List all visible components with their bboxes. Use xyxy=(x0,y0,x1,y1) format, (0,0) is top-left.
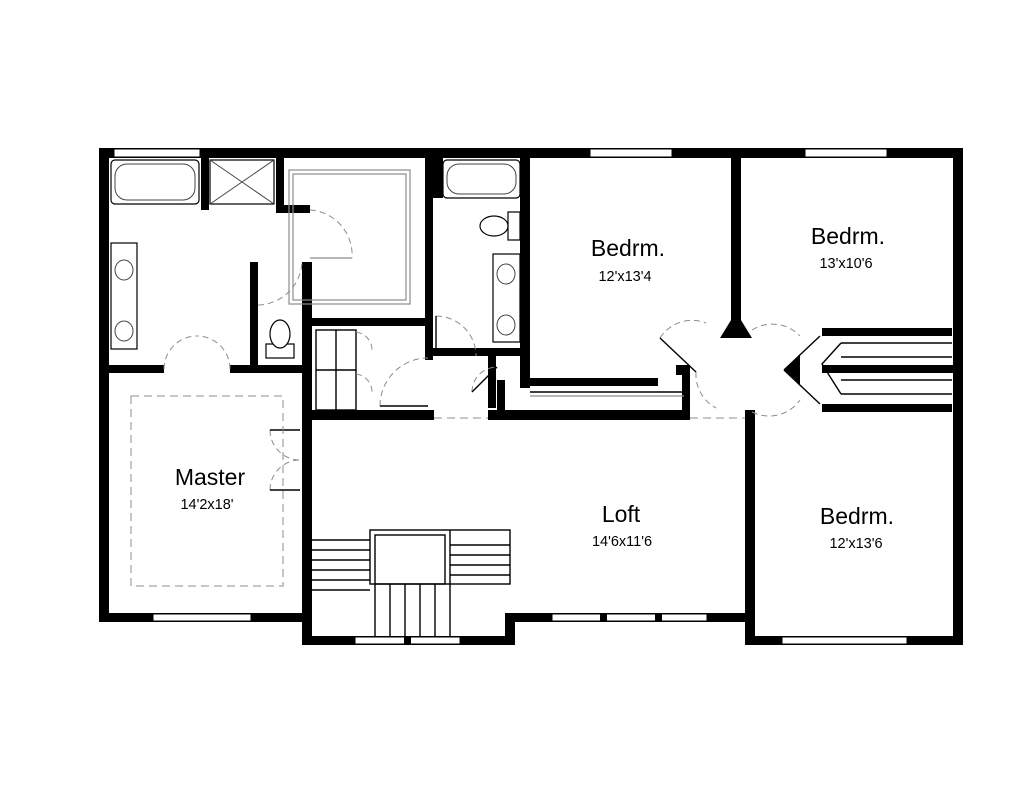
sink-icon xyxy=(496,314,516,336)
sink-icon xyxy=(114,259,134,281)
staircase xyxy=(312,529,511,636)
room-label-bedroom-1: Bedrm. 12'x13'4 xyxy=(591,235,665,285)
door-swings xyxy=(163,209,821,491)
master-rug-outline xyxy=(130,395,284,587)
room-dimensions: 14'2x18' xyxy=(180,497,233,513)
room-name: Loft xyxy=(602,501,641,527)
room-name: Master xyxy=(175,464,246,490)
fixtures xyxy=(110,159,521,359)
sink-icon xyxy=(496,263,516,285)
closet-shelves xyxy=(288,169,952,411)
room-name: Bedrm. xyxy=(811,223,885,249)
vanity-icon xyxy=(492,253,521,343)
room-dimensions: 13'x10'6 xyxy=(819,256,872,272)
room-label-bedroom-3: Bedrm. 12'x13'6 xyxy=(820,503,894,552)
room-label-bedroom-2: Bedrm. 13'x10'6 xyxy=(811,223,885,272)
room-name: Bedrm. xyxy=(820,503,894,529)
bathtub-icon xyxy=(110,159,200,205)
room-label-master: Master 14'2x18' xyxy=(175,464,246,513)
toilet-icon xyxy=(507,211,521,241)
room-dimensions: 12'x13'6 xyxy=(829,536,882,552)
room-name: Bedrm. xyxy=(591,235,665,261)
bathtub-icon xyxy=(442,159,521,199)
room-dimensions: 12'x13'4 xyxy=(598,269,651,285)
room-dimensions: 14'6x11'6 xyxy=(592,534,652,550)
sink-icon xyxy=(114,320,134,342)
windows xyxy=(113,148,908,645)
room-label-loft: Loft 14'6x11'6 xyxy=(592,501,652,550)
